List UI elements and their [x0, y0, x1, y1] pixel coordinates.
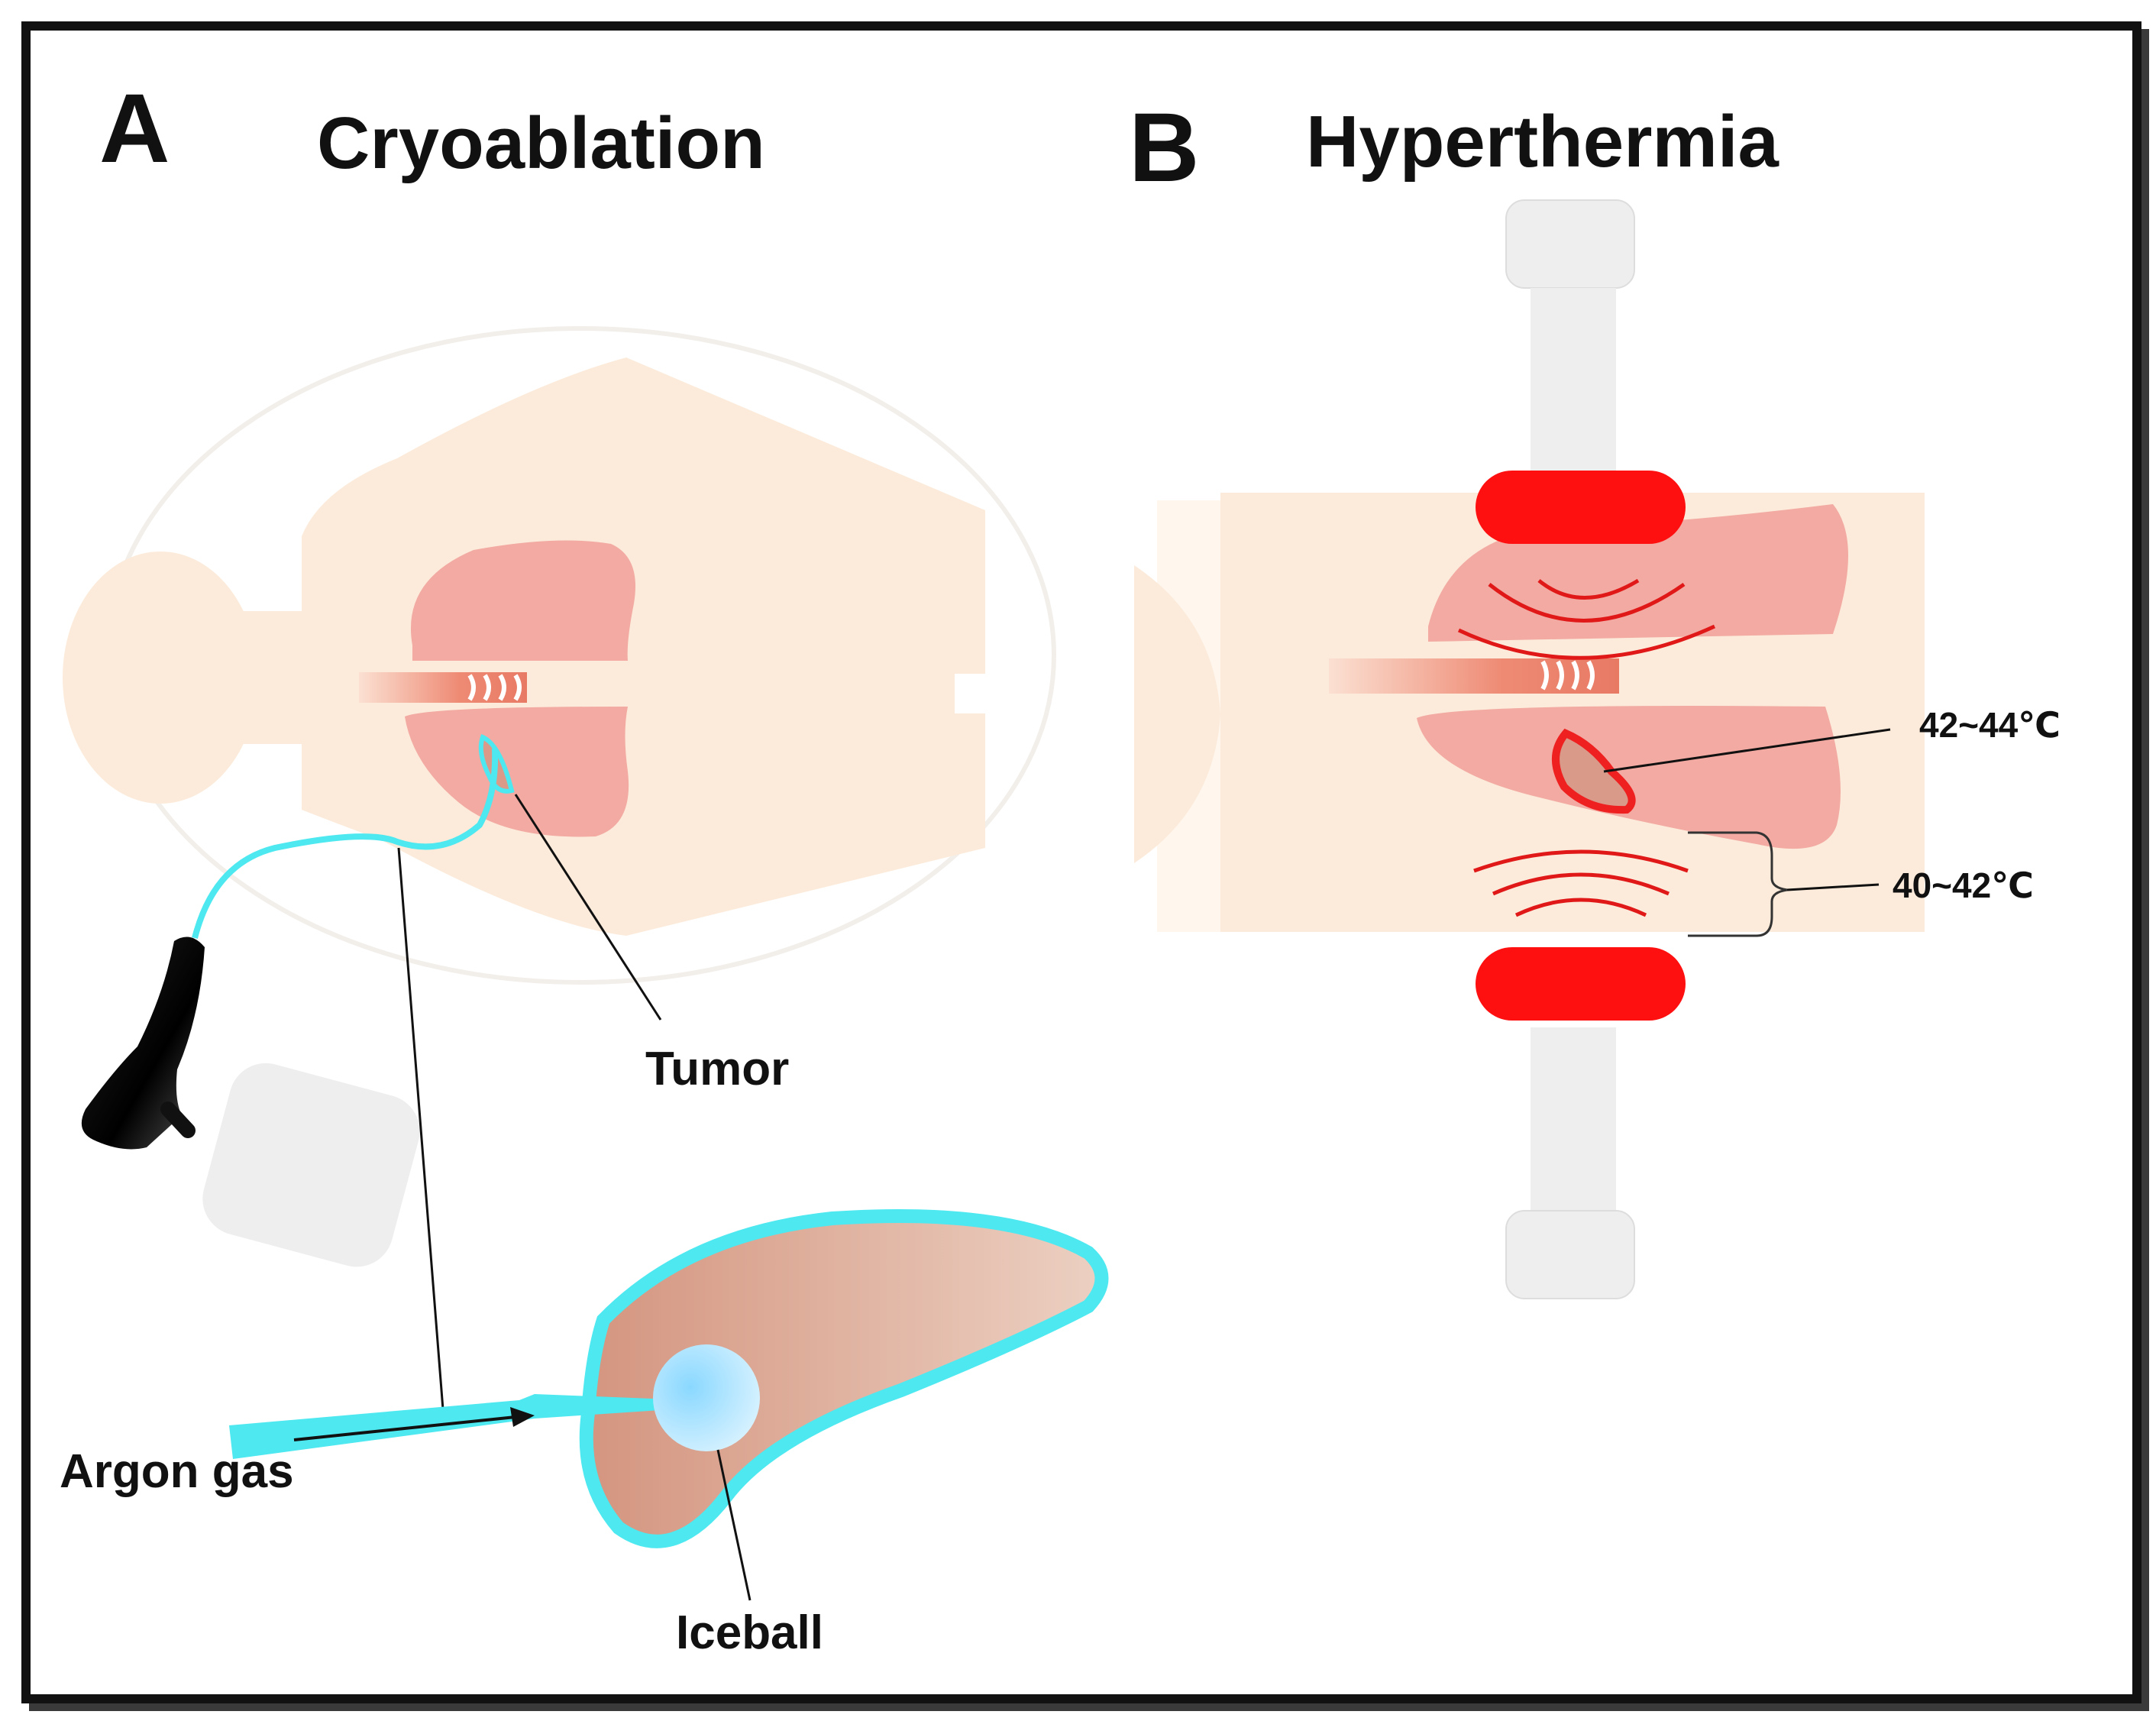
argon-flow-arrow	[293, 1415, 516, 1441]
leader-iceball	[716, 1449, 752, 1601]
leader-tissue-temp	[1786, 883, 1880, 891]
trachea-b	[1329, 658, 1619, 694]
heat-waves-top	[1457, 578, 1716, 660]
label-tumor-temp: 42~44℃	[1919, 705, 2061, 745]
leader-probe-to-argon	[397, 847, 444, 1410]
panel-b: B Hyperthermia	[1129, 93, 2061, 1299]
panel-b-letter: B	[1129, 93, 1199, 202]
heater-pad-bottom	[1476, 947, 1686, 1021]
panel-a: A Cryoablation	[60, 74, 1109, 1659]
lungs-a	[359, 540, 635, 837]
hyperthermia-device	[1505, 199, 1635, 1299]
label-tissue-temp: 40~42℃	[1893, 865, 2034, 905]
label-tumor: Tumor	[645, 1043, 789, 1095]
tumor-large-a	[579, 1209, 1109, 1548]
label-argon-gas: Argon gas	[60, 1445, 294, 1498]
heat-waves-bottom	[1473, 849, 1689, 917]
panel-b-title: Hyperthermia	[1306, 101, 1779, 183]
cryo-handpiece	[81, 937, 205, 1150]
heater-pad-top	[1476, 471, 1686, 544]
tumor-b	[1552, 728, 1636, 814]
iceball	[653, 1344, 760, 1451]
label-iceball: Iceball	[676, 1606, 823, 1659]
leader-tumor	[514, 794, 662, 1021]
argon-inlet-tube	[229, 1394, 672, 1459]
panel-a-title: Cryoablation	[317, 102, 765, 184]
cryo-probe-line	[192, 748, 499, 939]
cryo-console	[202, 1063, 420, 1267]
leader-tumor-temp	[1603, 728, 1891, 773]
panel-a-letter: A	[99, 74, 170, 183]
